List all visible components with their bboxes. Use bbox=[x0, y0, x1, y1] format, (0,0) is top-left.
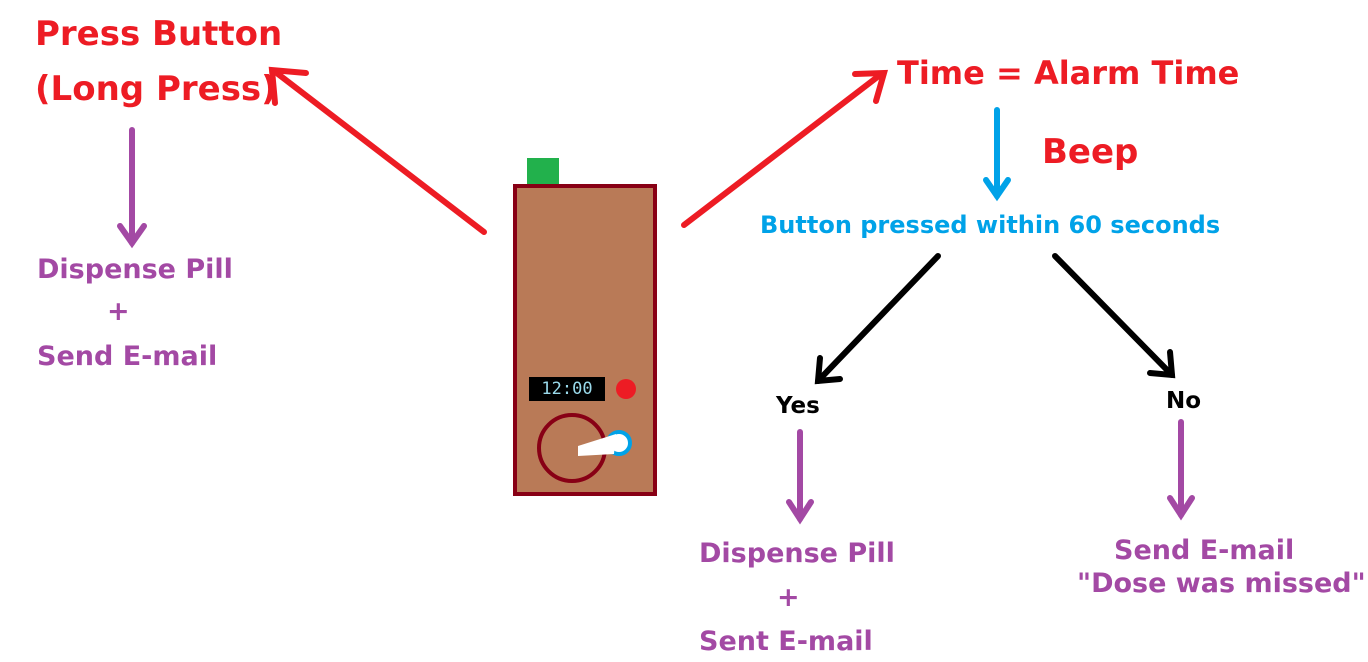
left-dispense-label: Dispense Pill bbox=[37, 254, 233, 285]
yes-plus: + bbox=[777, 582, 800, 613]
left-plus: + bbox=[107, 296, 130, 327]
yes-label: Yes bbox=[776, 393, 820, 419]
no-email-message: "Dose was missed" bbox=[1077, 568, 1366, 599]
alarm-condition-label: Time = Alarm Time bbox=[897, 54, 1240, 92]
yes-dispense-label: Dispense Pill bbox=[699, 538, 895, 569]
clock-time: 12:00 bbox=[541, 379, 593, 399]
pill-chute bbox=[578, 434, 616, 456]
device-top-button[interactable] bbox=[527, 158, 559, 186]
yes-email-label: Sent E-mail bbox=[699, 626, 873, 657]
long-press-label-sub: (Long Press) bbox=[35, 69, 277, 109]
arrow-alarm-to-decision bbox=[983, 107, 1011, 202]
arrow-decision-to-no bbox=[1052, 253, 1176, 379]
arrow-yes-to-dispense bbox=[786, 429, 814, 525]
left-email-label: Send E-mail bbox=[37, 341, 218, 372]
arrow-decision-to-yes bbox=[814, 253, 941, 385]
no-label: No bbox=[1166, 388, 1202, 414]
led-indicator bbox=[616, 379, 636, 399]
decision-label: Button pressed within 60 seconds bbox=[760, 211, 1221, 239]
arrow-to-long-press bbox=[268, 66, 487, 235]
arrow-long-press-to-dispense bbox=[117, 127, 147, 249]
arrow-to-alarm-time bbox=[681, 69, 889, 228]
long-press-label: Press Button bbox=[35, 14, 283, 54]
beep-label: Beep bbox=[1042, 132, 1139, 172]
pill-dispenser-device bbox=[513, 158, 657, 496]
clock-display bbox=[529, 377, 605, 401]
arrow-no-to-email bbox=[1167, 419, 1195, 521]
no-email-label: Send E-mail bbox=[1114, 535, 1295, 566]
